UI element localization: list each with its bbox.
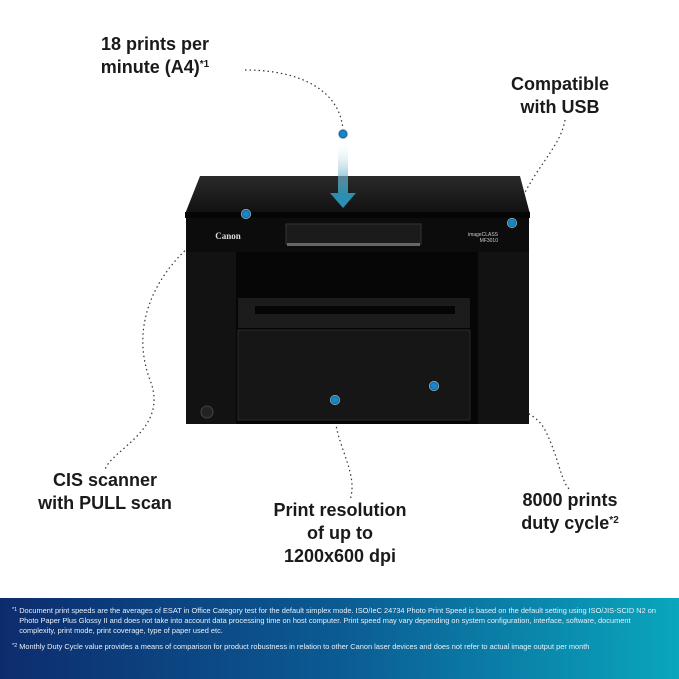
hotspot-dot <box>330 395 340 405</box>
feature-duty-cycle: 8000 prints duty cycle*2 <box>495 489 645 535</box>
hotspot-dot <box>338 129 348 139</box>
footnote-text: Monthly Duty Cycle value provides a mean… <box>19 642 590 651</box>
feature-text: 18 prints per <box>100 34 210 54</box>
feature-text: Compatible <box>510 74 609 94</box>
feature-usb: Compatible with USB <box>480 73 640 119</box>
canon-logo: Canon <box>215 231 241 241</box>
footnote-mark: *2 <box>609 515 619 526</box>
feature-text: CIS scanner <box>52 470 158 490</box>
feature-text: of up to <box>307 523 373 543</box>
feature-text: Print resolution <box>273 500 407 520</box>
feature-print-speed: 18 prints per minute (A4)*1 <box>60 33 250 79</box>
feature-resolution: Print resolution of up to 1200x600 dpi <box>250 499 430 568</box>
feature-text: minute (A4) <box>100 57 200 77</box>
leader-lines <box>104 69 571 501</box>
feature-text: duty cycle <box>521 513 610 533</box>
arrow-shaft <box>338 140 348 195</box>
printer-illustration: Canon imageCLASS MF3010 <box>104 69 571 501</box>
footnote-mark: *1 <box>199 59 210 70</box>
feature-text: with PULL scan <box>38 493 172 513</box>
hotspot-dot <box>429 381 439 391</box>
hotspot-dots <box>241 129 517 405</box>
model-number: MF3010 <box>480 238 499 244</box>
feature-text: 1200x600 dpi <box>283 546 397 566</box>
feature-text: 8000 prints <box>522 490 618 510</box>
model-name: imageCLASS <box>468 232 499 238</box>
feature-text: with USB <box>520 97 600 117</box>
footnote-mark: *1 <box>12 607 18 613</box>
feature-scanner: CIS scanner with PULL scan <box>20 469 190 515</box>
hotspot-dot <box>507 218 517 228</box>
footnote-text: Document print speeds are the averages o… <box>19 606 656 635</box>
printer <box>185 176 530 424</box>
down-arrow-icon <box>330 193 356 208</box>
footnote-mark: *2 <box>12 643 18 649</box>
hotspot-dot <box>241 209 251 219</box>
